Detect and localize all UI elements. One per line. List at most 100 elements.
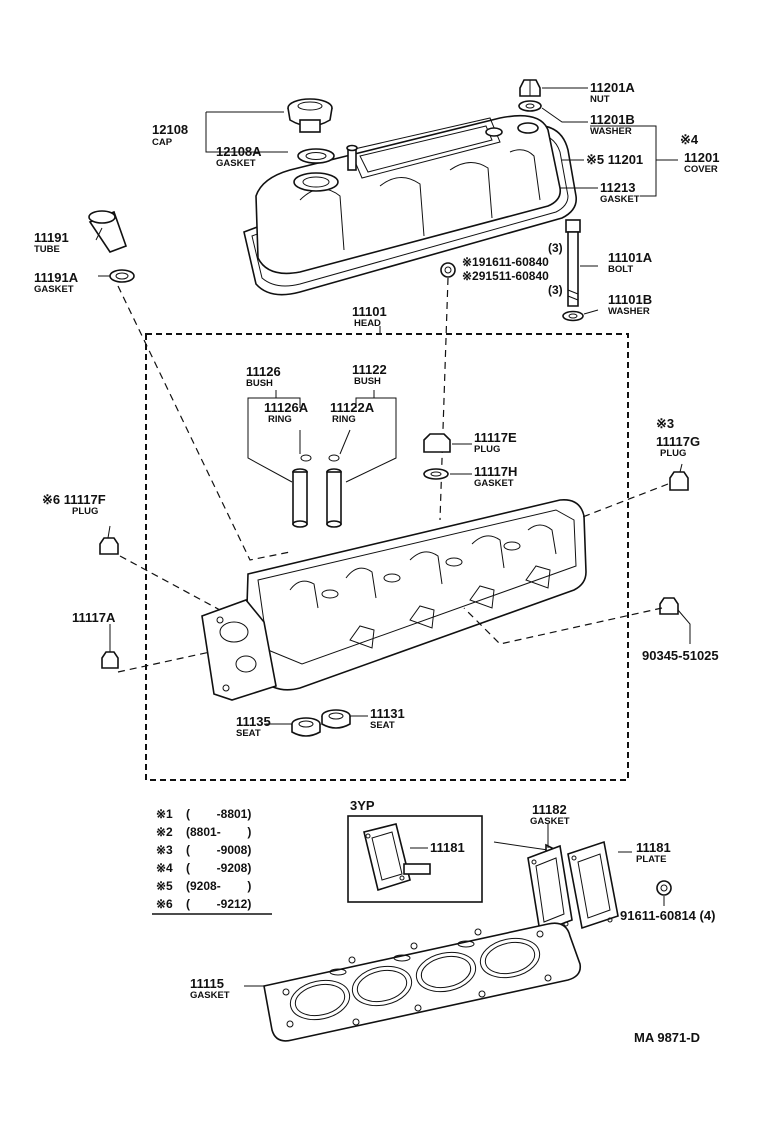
label-qty2: (3) — [548, 283, 563, 297]
label-11131-num: 11131 — [370, 706, 405, 721]
label-11182-num: 11182 — [532, 802, 567, 817]
label-bolt-alt1: ※191611-60840 — [462, 255, 549, 269]
diagram-code: MA 9871-D — [634, 1030, 700, 1045]
label-11191-name: TUBE — [34, 244, 60, 255]
part-labels: 11201A NUT 11201B WASHER 12108 CAP 12108… — [34, 80, 719, 1001]
alt-bolt-hex[interactable] — [440, 262, 456, 278]
label-11117a-num: 11117A — [72, 610, 116, 625]
cylinder-head-11101[interactable] — [201, 499, 587, 701]
label-11101b-num: 11101B — [608, 292, 652, 307]
head-gasket-11115[interactable] — [263, 922, 582, 1042]
oil-filler-cap-12108[interactable] — [287, 98, 333, 133]
label-11126-num: 11126 — [246, 364, 281, 379]
note-4-mark: ※4 — [156, 861, 173, 875]
label-11181-name: PLATE — [636, 854, 666, 865]
label-11122a-name: RING — [332, 414, 356, 425]
valve-seat-11131[interactable] — [321, 709, 351, 729]
label-11213-name: GASKET — [600, 194, 640, 205]
label-bolt-alt2: ※291511-60840 — [462, 269, 549, 283]
label-11126a-num: 11126A — [264, 400, 309, 415]
gasket-11117h[interactable] — [423, 468, 449, 480]
note-5-mark: ※5 — [156, 879, 173, 893]
label-11117g-name: PLUG — [660, 448, 686, 459]
label-90345-num: 90345-51025 — [642, 648, 719, 663]
plug-11117g[interactable] — [669, 471, 689, 491]
note-1-range: ( -8801) — [186, 807, 251, 821]
label-11135-name: SEAT — [236, 728, 261, 739]
label-11201a-name: NUT — [590, 94, 610, 105]
label-11201a-num: 11201A — [590, 80, 635, 95]
bolt-91611-60814[interactable] — [656, 880, 672, 896]
label-12108-name: CAP — [152, 137, 173, 148]
nut-11201a[interactable] — [519, 79, 541, 97]
cap-gasket-12108a[interactable] — [297, 148, 335, 164]
note-6-mark: ※6 — [156, 897, 173, 911]
label-11117f-name: PLUG — [72, 506, 98, 517]
note-5-range: (9208- ) — [186, 879, 251, 893]
label-qty1: (3) — [548, 241, 563, 255]
label-11191a-name: GASKET — [34, 284, 74, 295]
label-12108a-name: GASKET — [216, 158, 256, 169]
serial-range-notes: ※1 ( -8801) ※2 (8801- ) ※3 ( -9008) ※4 (… — [152, 807, 272, 915]
label-11101a-num: 11101A — [608, 250, 653, 265]
label-11117h-name: GASKET — [474, 478, 514, 489]
label-11201-note: ※5 11201 — [586, 152, 643, 167]
label-11122-name: BUSH — [354, 376, 381, 387]
washer-11201b[interactable] — [518, 100, 542, 112]
label-11182-name: GASKET — [530, 816, 570, 827]
head-bolt-11101a[interactable] — [565, 219, 581, 307]
valve-guide-bushes[interactable] — [247, 390, 397, 528]
label-91611-num: 91611-60814 (4) — [620, 908, 715, 923]
label-11117f-num: ※6 11117F — [42, 492, 106, 507]
label-12108-num: 12108 — [152, 122, 188, 137]
note-6-range: ( -9212) — [186, 897, 251, 911]
label-11201-name: COVER — [684, 164, 718, 175]
note-2-range: (8801- ) — [186, 825, 251, 839]
plug-11117a[interactable] — [101, 651, 119, 669]
plug-90345-51025[interactable] — [659, 597, 679, 615]
label-11201-num: 11201 — [684, 150, 719, 165]
note-2-mark: ※2 — [156, 825, 173, 839]
spark-plug-tube-11191[interactable] — [88, 210, 128, 253]
label-11101a-name: BOLT — [608, 264, 633, 275]
label-11122a-num: 11122A — [330, 400, 375, 415]
valve-seat-11135[interactable] — [291, 717, 321, 737]
label-11117g-num: 11117G — [656, 434, 700, 449]
label-11191-num: 11191 — [34, 230, 69, 245]
note-3-mark: ※3 — [156, 843, 173, 857]
3yp-inset-box — [347, 815, 483, 903]
label-11117h-num: 11117H — [474, 464, 517, 479]
plug-11117e[interactable] — [423, 433, 451, 453]
note-4-range: ( -9208) — [186, 861, 251, 875]
note-3-range: ( -9008) — [186, 843, 251, 857]
note-1-mark: ※1 — [156, 807, 173, 821]
label-11181-num: 11181 — [636, 840, 671, 855]
label-11117g-star: ※3 — [656, 416, 674, 431]
flow-arrow — [493, 841, 549, 851]
plate-gasket-11182[interactable] — [527, 844, 573, 934]
tube-gasket-11191a[interactable] — [109, 269, 135, 283]
leader-lines — [95, 87, 691, 987]
label-11122-num: 11122 — [352, 362, 387, 377]
label-11191a-num: 11191A — [34, 270, 79, 285]
label-12108a-num: 12108A — [216, 144, 262, 159]
label-11201b-name: WASHER — [590, 126, 632, 137]
cylinder-head-box — [145, 333, 629, 781]
label-11201-star: ※4 — [680, 132, 699, 147]
plug-11117f[interactable] — [99, 537, 119, 555]
label-11101-num: 11101 — [352, 304, 387, 319]
label-11135-num: 11135 — [236, 714, 271, 729]
label-11201b-num: 11201B — [590, 112, 635, 127]
inset-plate-11181[interactable] — [363, 823, 431, 892]
label-11115-num: 11115 — [190, 976, 224, 991]
head-bolt-washer-11101b[interactable] — [562, 310, 584, 322]
label-11101b-name: WASHER — [608, 306, 650, 317]
label-11115-name: GASKET — [190, 990, 230, 1001]
label-11117e-num: 11117E — [474, 430, 517, 445]
plate-11181[interactable] — [567, 840, 619, 930]
label-11101-name: HEAD — [354, 318, 381, 329]
label-11213-num: 11213 — [600, 180, 635, 195]
label-11131-name: SEAT — [370, 720, 395, 731]
label-11126-name: BUSH — [246, 378, 273, 389]
